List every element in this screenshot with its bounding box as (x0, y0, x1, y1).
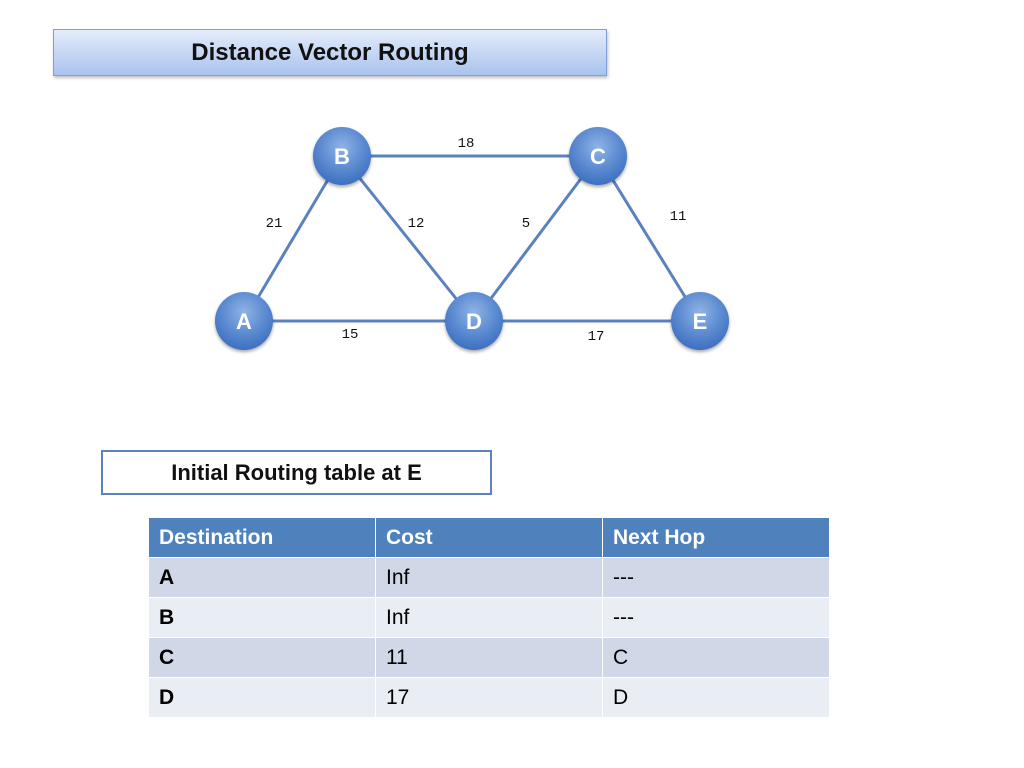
cell-next-hop: --- (602, 597, 830, 638)
table-row: A Inf --- (148, 557, 830, 598)
edge-weight-label: 17 (588, 329, 605, 345)
cell-next-hop: --- (602, 557, 830, 598)
edge-b-d (340, 155, 476, 322)
node-c: C (569, 127, 627, 185)
node-label: D (466, 309, 482, 334)
table-header-row: Destination Cost Next Hop (148, 517, 830, 558)
table-row: B Inf --- (148, 597, 830, 638)
cell-destination: A (148, 557, 376, 598)
node-label: A (236, 309, 252, 334)
node-label: C (590, 144, 606, 169)
cell-destination: C (148, 637, 376, 678)
node-label: E (693, 309, 708, 334)
table-title: Initial Routing table at E (101, 450, 492, 495)
cell-destination: D (148, 677, 376, 718)
edge-weight-label: 12 (408, 216, 425, 232)
edge-c-e (596, 155, 702, 322)
node-d: D (445, 292, 503, 350)
table-row: D 17 D (148, 677, 830, 718)
edge-weight-label: 11 (670, 209, 687, 225)
cell-next-hop: C (602, 637, 830, 678)
node-e: E (671, 292, 729, 350)
header-cost: Cost (375, 517, 603, 558)
cell-cost: Inf (375, 557, 603, 598)
cell-destination: B (148, 597, 376, 638)
header-next-hop: Next Hop (602, 517, 830, 558)
node-b: B (313, 127, 371, 185)
slide-title: Distance Vector Routing (53, 29, 607, 76)
edge-weight-label: 21 (266, 216, 283, 232)
edge-a-b (242, 155, 344, 322)
routing-table: Destination Cost Next Hop A Inf --- B In… (148, 517, 830, 718)
cell-next-hop: D (602, 677, 830, 718)
table-row: C 11 C (148, 637, 830, 678)
edge-d-c (472, 155, 600, 322)
cell-cost: 17 (375, 677, 603, 718)
edge-weight-label: 5 (522, 216, 530, 232)
node-a: A (215, 292, 273, 350)
header-destination: Destination (148, 517, 376, 558)
network-graph: 18 21 12 5 11 15 17 B C A D E (215, 127, 729, 350)
node-circle (569, 127, 627, 185)
node-circle (313, 127, 371, 185)
cell-cost: Inf (375, 597, 603, 638)
edge-weight-label: 18 (458, 136, 475, 152)
node-circle (445, 292, 503, 350)
edge-weight-label: 15 (342, 327, 359, 343)
node-label: B (334, 144, 350, 169)
node-circle (215, 292, 273, 350)
node-circle (671, 292, 729, 350)
cell-cost: 11 (375, 637, 603, 678)
